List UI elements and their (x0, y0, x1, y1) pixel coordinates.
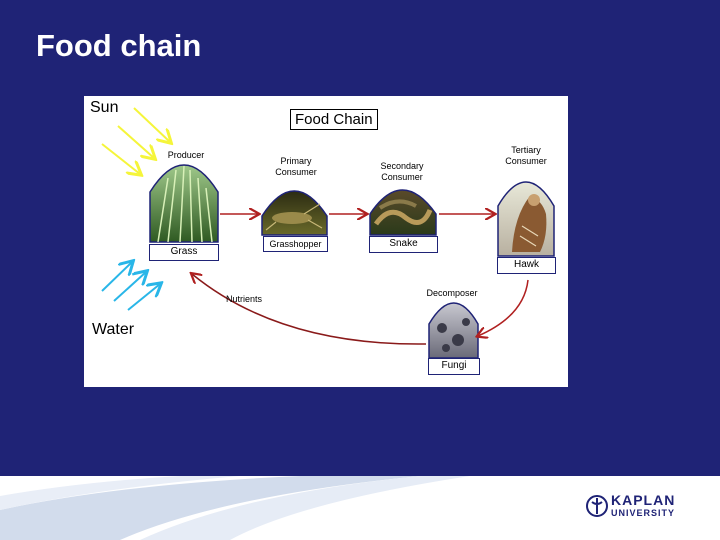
sun-rays (101, 107, 170, 174)
kaplan-logo: KAPLAN UNIVERSITY (586, 491, 696, 525)
food-chain-arrows (192, 214, 529, 345)
fungi-image (428, 302, 479, 359)
grass-image (149, 164, 219, 243)
kaplan-emblem-icon (586, 495, 608, 517)
food-chain-diagram: Food Chain Sun Water Nutrients Producer … (84, 96, 568, 387)
diagram-title: Food Chain (290, 109, 378, 130)
snake-name-box: Snake (369, 236, 438, 253)
grasshopper-image (261, 190, 328, 236)
sun-label: Sun (90, 99, 119, 116)
decomposer-role-label: Decomposer (426, 288, 478, 298)
grasshopper-name-box: Grasshopper (263, 236, 328, 252)
snake-image (369, 189, 437, 236)
tertiary-role-label: Tertiary Consumer (505, 145, 547, 166)
nutrients-label: Nutrients (226, 294, 263, 304)
logo-text-university: UNIVERSITY (611, 508, 676, 518)
footer-swoosh (0, 476, 470, 540)
grass-name-box: Grass (149, 244, 219, 261)
diagram-graphics (101, 107, 555, 359)
water-rays (101, 262, 160, 311)
slide-title: Food chain (36, 28, 202, 63)
fungi-name-box: Fungi (428, 358, 480, 375)
hawk-image (497, 181, 555, 257)
hawk-name-box: Hawk (497, 257, 556, 274)
secondary-role-label: Secondary Consumer (380, 161, 424, 182)
water-label: Water (92, 321, 135, 338)
slide-footer (0, 476, 720, 540)
producer-role-label: Producer (167, 150, 205, 160)
primary-role-label: Primary Consumer (275, 156, 317, 177)
logo-text-kaplan: KAPLAN (611, 492, 676, 508)
